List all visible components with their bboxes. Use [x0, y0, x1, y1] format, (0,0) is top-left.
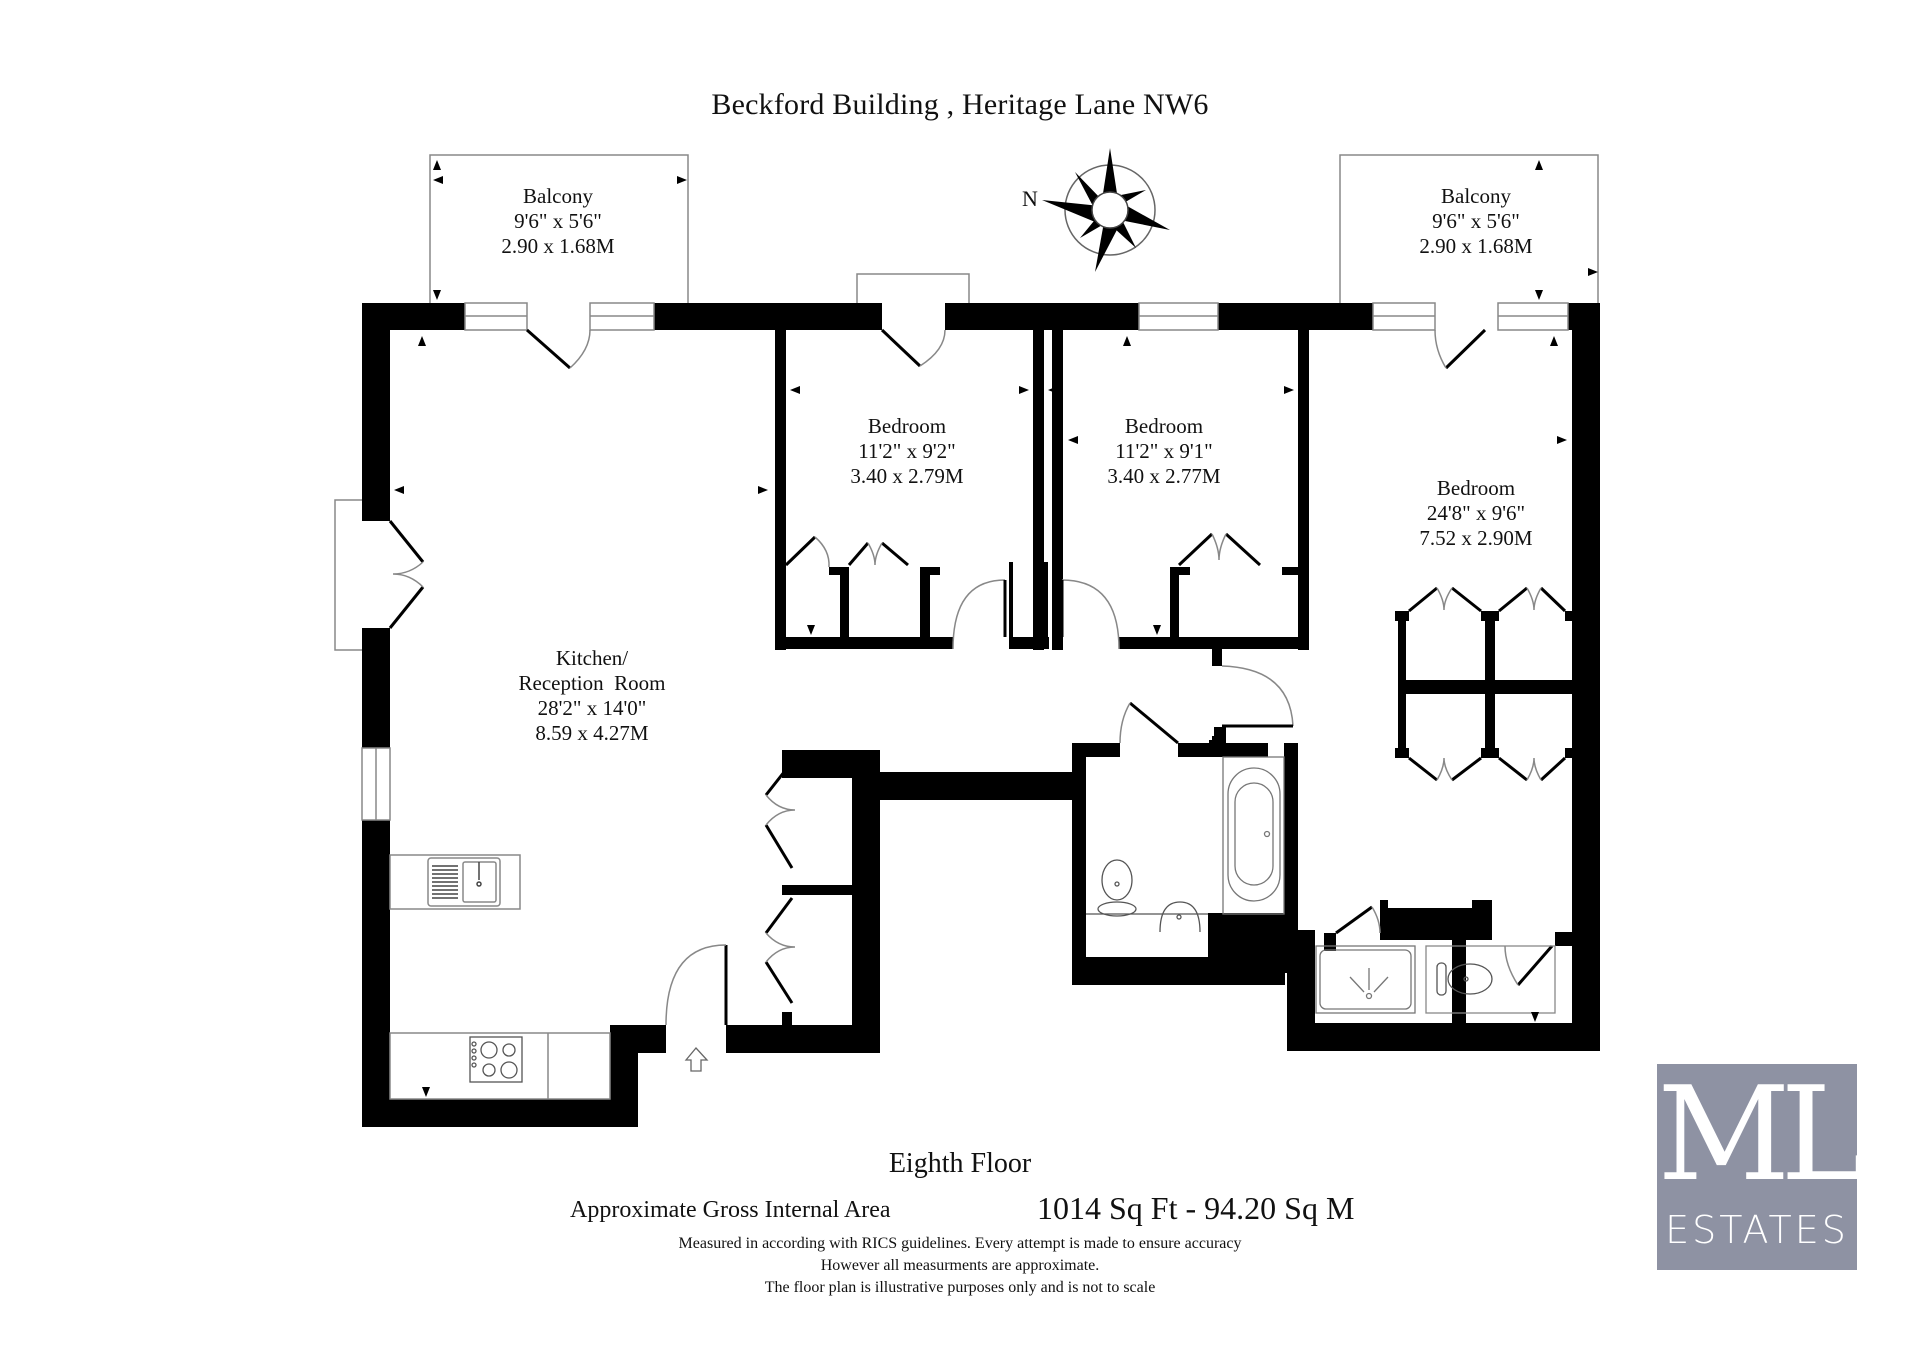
ensuite-toilet-icon [1425, 945, 1556, 1014]
room-name-line2: Reception Room [518, 671, 666, 695]
sink-drainer-icon [432, 862, 482, 899]
room-imperial: 9'6" x 5'6" [514, 209, 602, 233]
area-value: 1014 Sq Ft - 94.20 Sq M [1037, 1190, 1355, 1226]
logo-wordmark: ESTATES [1665, 1208, 1849, 1252]
room-name: Bedroom [867, 414, 947, 438]
room-label-bedroom-main: Bedroom 24'8" x 9'6" 7.52 x 2.90M [1419, 476, 1532, 551]
shower-tray-icon [1315, 945, 1416, 1014]
plan-title: Beckford Building , Heritage Lane NW6 [711, 88, 1209, 121]
disclaimer-line-2: However all measurments are approximate. [820, 1257, 1100, 1274]
room-label-balcony-left: Balcony 9'6" x 5'6" 2.90 x 1.68M [501, 184, 614, 259]
doors [388, 328, 1554, 1026]
room-label-bedroom-2: Bedroom 11'2" x 9'2" 3.40 x 2.79M [850, 414, 963, 489]
entrance-arrow-icon [684, 1047, 709, 1072]
bathtub-icon [1222, 756, 1285, 915]
disclaimer-line-1: Measured in according with RICS guidelin… [678, 1235, 1242, 1252]
room-label-balcony-right: Balcony 9'6" x 5'6" 2.90 x 1.68M [1419, 184, 1532, 259]
hob-icon [469, 1036, 523, 1083]
room-imperial: 11'2" x 9'1" [1115, 439, 1213, 463]
room-metric: 2.90 x 1.68M [501, 234, 615, 258]
room-imperial: 9'6" x 5'6" [1432, 209, 1520, 233]
room-metric: 3.40 x 2.79M [850, 464, 964, 488]
room-metric: 2.90 x 1.68M [1419, 234, 1533, 258]
ml-estates-logo: ML ESTATES [1657, 1064, 1857, 1270]
room-metric: 7.52 x 2.90M [1419, 526, 1533, 550]
room-name: Balcony [1441, 184, 1511, 208]
dimension-markers [394, 160, 1598, 1097]
logo-monogram: ML [1657, 1064, 1857, 1210]
room-metric: 3.40 x 2.77M [1107, 464, 1221, 488]
room-name: Bedroom [1436, 476, 1516, 500]
compass-north-label: N [1022, 186, 1038, 211]
room-imperial: 24'8" x 9'6" [1426, 501, 1526, 525]
room-imperial: 28'2" x 14'0" [537, 696, 647, 720]
room-name: Bedroom [1124, 414, 1204, 438]
room-label-kitchen-reception: Kitchen/ Reception Room 28'2" x 14'0" 8.… [519, 646, 666, 746]
kitchen-counters [389, 854, 611, 1100]
area-label: Approximate Gross Internal Area [570, 1197, 891, 1223]
compass-icon [1042, 148, 1170, 272]
washbasin-icon [1086, 901, 1208, 933]
windows [334, 302, 1569, 821]
wardrobe-doors [764, 532, 1567, 1004]
room-metric: 8.59 x 4.27M [535, 721, 649, 745]
disclaimer-line-3: The floor plan is illustrative purposes … [764, 1279, 1156, 1296]
balcony-left-outline [429, 154, 689, 305]
toilet-icon [1097, 859, 1137, 917]
room-label-bedroom-3: Bedroom 11'2" x 9'1" 3.40 x 2.77M [1107, 414, 1220, 489]
room-name: Balcony [523, 184, 593, 208]
room-name-line1: Kitchen/ [555, 646, 629, 670]
floor-name: Eighth Floor [888, 1148, 1032, 1179]
room-imperial: 11'2" x 9'2" [858, 439, 956, 463]
balcony-right-outline [1339, 154, 1599, 305]
walls [362, 303, 1600, 1127]
